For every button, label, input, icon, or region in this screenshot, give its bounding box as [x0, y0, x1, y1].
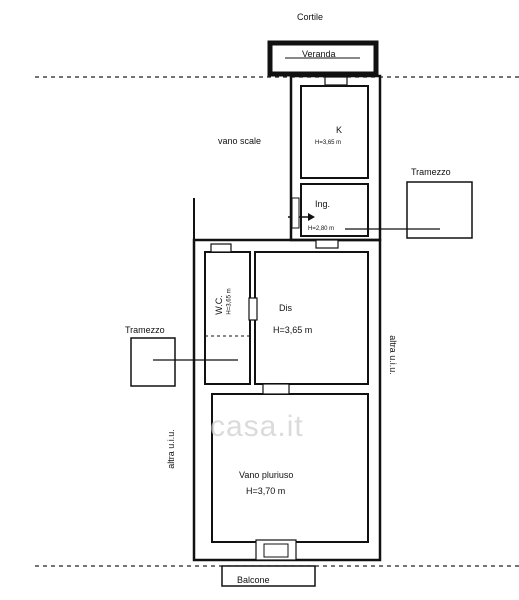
label-ingresso: Ing.: [315, 199, 331, 209]
label-cortile: Cortile: [297, 12, 324, 22]
main-block-wall: [192, 238, 382, 562]
label-tramezzo-right: Tramezzo: [411, 167, 451, 177]
wc-window: [210, 243, 232, 253]
balcone: [221, 565, 316, 587]
label-wc-height: H=3,65 m: [226, 288, 233, 315]
label-veranda: Veranda: [302, 49, 336, 59]
label-vano-pluriuso: Vano pluriuso: [239, 470, 294, 480]
label-ingresso-height: H=2,80 m: [308, 226, 335, 232]
upper-block-wall: [289, 74, 382, 242]
label-dis: Dis: [279, 303, 292, 313]
balcony-door: [255, 539, 297, 561]
ingresso-room: [300, 183, 369, 237]
label-vano-scale: vano scale: [218, 136, 262, 146]
label-kitchen-height: H=3,65 m: [315, 140, 342, 146]
kitchen-window: [324, 76, 348, 86]
label-altra-uiu-right: altra u.i.u.: [387, 335, 398, 375]
label-kitchen: K: [336, 125, 343, 135]
dis-room: [254, 251, 369, 385]
watermark: casa.it: [210, 410, 304, 443]
kitchen-room: [300, 85, 369, 179]
wc-dis-door: [248, 297, 258, 321]
tramezzo-box-left: [130, 337, 176, 387]
entrance-door: [291, 197, 300, 229]
label-dis-height: H=3,65 m: [273, 325, 313, 335]
label-vano-pluriuso-height: H=3,70 m: [246, 486, 286, 496]
label-tramezzo-left: Tramezzo: [125, 325, 165, 335]
entrance-arrow-head: [308, 213, 315, 221]
ingresso-dis-door: [315, 239, 339, 249]
tramezzo-box-right: [406, 181, 473, 239]
label-wc: W.C.: [213, 295, 224, 315]
label-balcone: Balcone: [237, 575, 270, 585]
dis-vano-door: [262, 383, 290, 395]
veranda-room: [267, 40, 379, 77]
balcony-door-inner: [263, 543, 289, 558]
wc-room: [204, 251, 251, 385]
label-altra-uiu-left: altra u.i.u.: [165, 429, 176, 469]
